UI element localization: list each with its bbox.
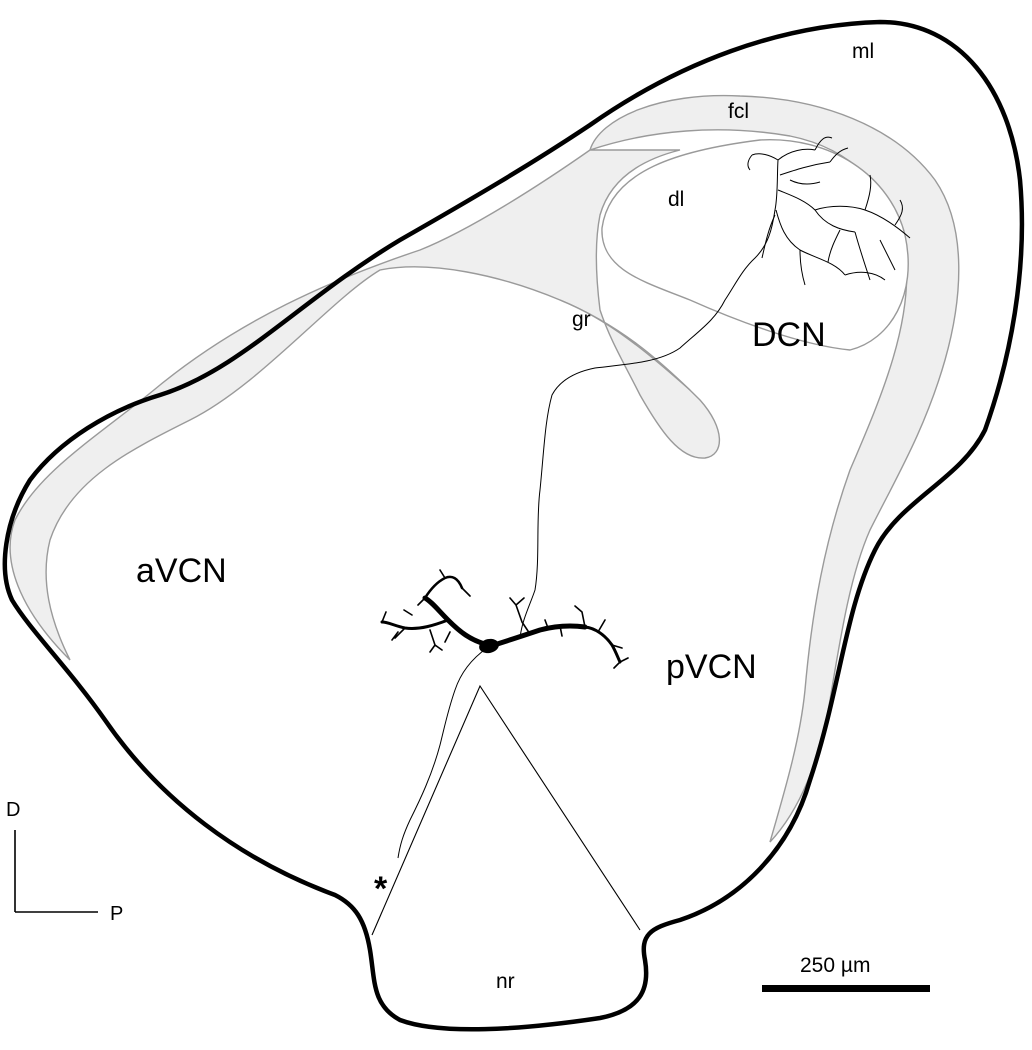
neuron-dendrite-left-twigs — [381, 569, 471, 653]
dcn-axon-arbor — [747, 136, 911, 286]
asterisk-marker: * — [374, 870, 388, 908]
label-pvcn: pVCN — [666, 648, 757, 686]
orientation-axes — [14, 830, 98, 913]
dorsal-layer-region — [601, 139, 909, 351]
neuron-dendrite-right — [491, 623, 588, 648]
scale-bar — [762, 985, 930, 992]
cochlear-nucleus-outline — [2, 19, 1025, 1032]
nerve-root-triangle — [371, 684, 641, 936]
label-nr: nr — [496, 970, 515, 993]
neuron-dendrite-right-branch — [583, 625, 622, 664]
label-fcl: fcl — [728, 100, 749, 123]
granule-inner-boundary — [559, 299, 691, 391]
label-dl: dl — [668, 188, 684, 211]
neuron-dendrite-right-twigs — [509, 597, 629, 669]
neuron-axon-descending — [397, 647, 488, 859]
label-dcn: DCN — [752, 316, 826, 354]
neuron-dendrite-left — [422, 595, 491, 648]
neuron-dendrite-left-branch — [380, 618, 450, 630]
orientation-posterior-label: P — [110, 903, 123, 925]
scale-bar-label: 250 µm — [800, 954, 870, 977]
label-gr: gr — [572, 308, 591, 331]
neuron-dendrite-left-upper — [423, 575, 464, 600]
label-avcn: aVCN — [136, 552, 227, 590]
orientation-dorsal-label: D — [6, 799, 20, 821]
label-ml: ml — [852, 40, 874, 63]
neuron-soma — [479, 638, 499, 654]
